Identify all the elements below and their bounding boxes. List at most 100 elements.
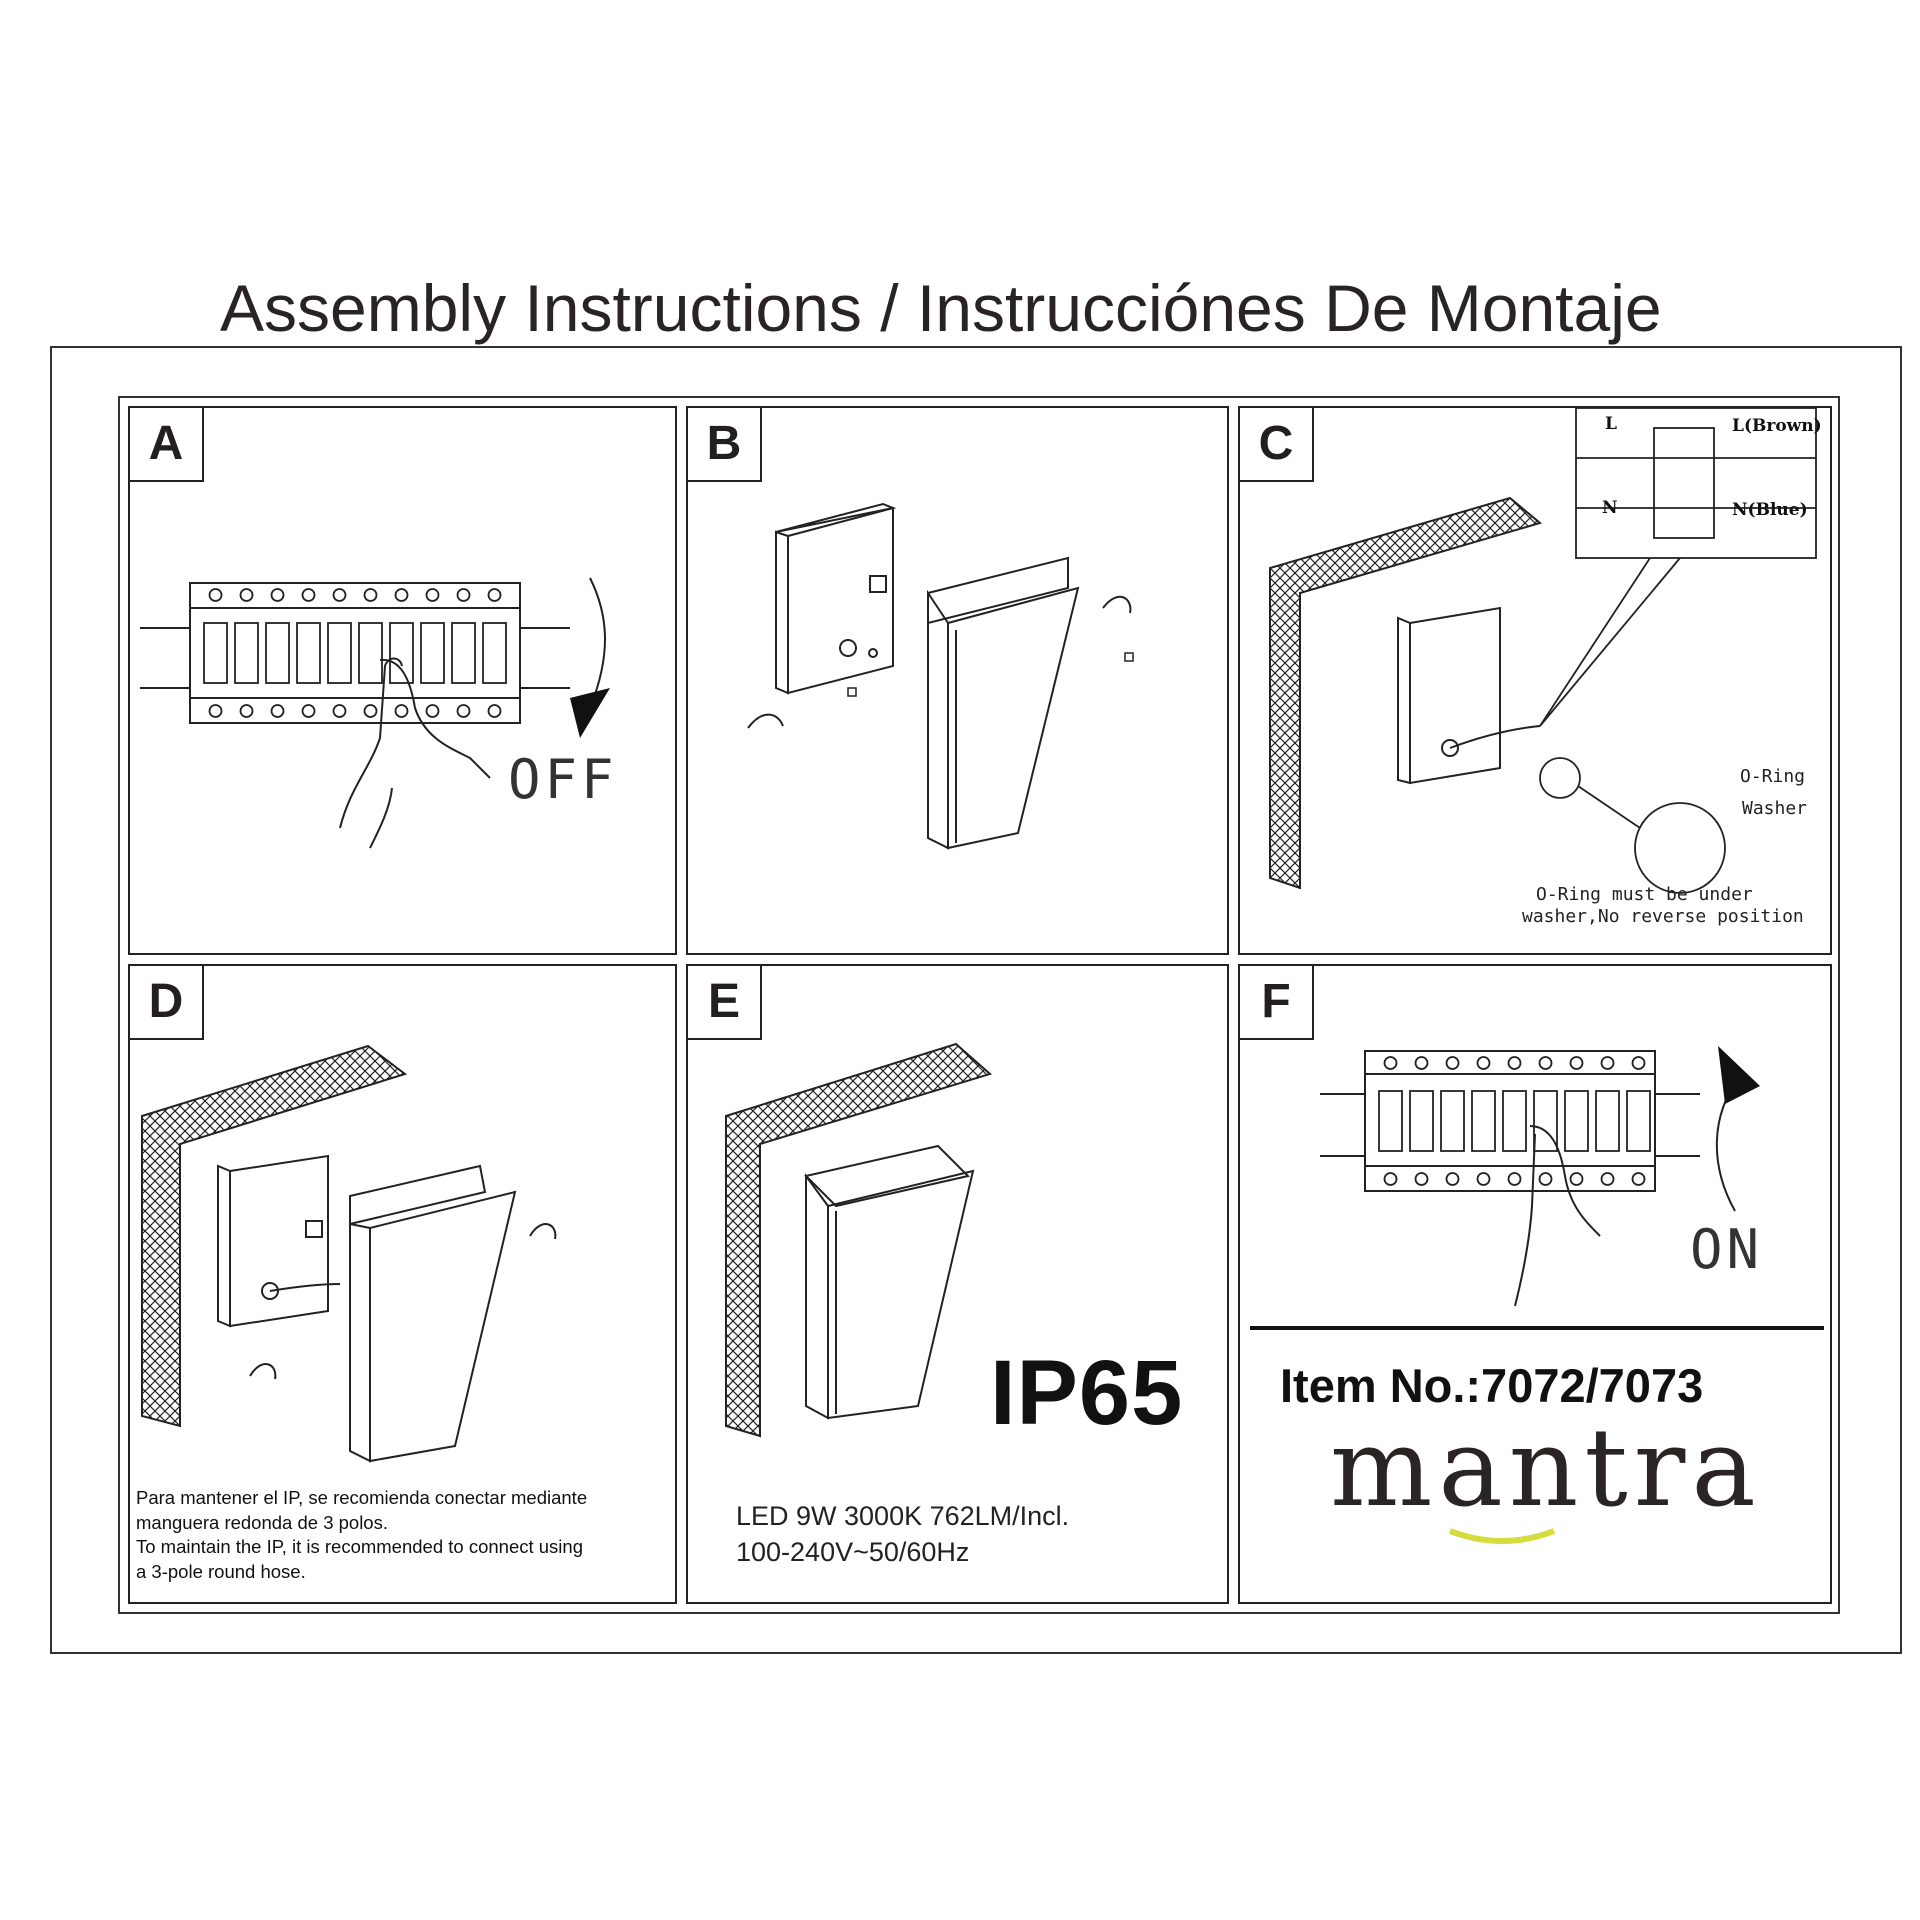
breaker-screw — [456, 588, 471, 602]
panel-f-label: F — [1240, 966, 1314, 1040]
breaker-module — [1626, 1090, 1651, 1152]
breaker-module — [203, 622, 228, 684]
breaker-screw — [270, 588, 285, 602]
outer-frame — [50, 346, 1902, 1654]
breaker-screw — [456, 704, 471, 718]
breaker-screw — [1383, 1172, 1398, 1186]
breaker-screw — [239, 704, 254, 718]
breaker-screw — [332, 704, 347, 718]
breaker-screw — [394, 588, 409, 602]
terminal-n: N — [1602, 498, 1618, 518]
breaker-screw — [1538, 1056, 1553, 1070]
breaker-screw — [1383, 1056, 1398, 1070]
ip-note-en-1: To maintain the IP, it is recommended to… — [136, 1536, 583, 1557]
breaker-module — [1471, 1090, 1496, 1152]
off-label: OFF — [508, 748, 618, 811]
breaker-screw — [425, 704, 440, 718]
brand-smile — [1448, 1528, 1556, 1544]
spec-line-2: 100-240V~50/60Hz — [736, 1537, 970, 1567]
breaker-module — [327, 622, 352, 684]
ip-rating: IP65 — [990, 1342, 1184, 1444]
panel-f: F ON Item No.:7072/7073 mantra — [1238, 964, 1832, 1604]
breaker-screw — [1569, 1172, 1584, 1186]
terminal-l: L — [1605, 414, 1617, 434]
oring-note-2: washer,No reverse position — [1522, 906, 1804, 927]
breaker-screw — [363, 704, 378, 718]
ip-note-es-2: manguera redonda de 3 polos. — [136, 1511, 388, 1533]
breaker-screw — [1631, 1172, 1646, 1186]
oring-note-1: O-Ring must be under — [1536, 884, 1753, 905]
breaker-screw — [1569, 1056, 1584, 1070]
fixture-open-illustration — [747, 502, 1134, 850]
panel-e-label: E — [688, 966, 762, 1040]
terminal-n-blue: N(Blue) — [1732, 500, 1808, 520]
breaker-screw — [1414, 1056, 1429, 1070]
terminal-l-brown: L(Brown) — [1732, 416, 1822, 436]
item-number: Item No.:7072/7073 — [1280, 1359, 1704, 1412]
breaker-module — [1378, 1090, 1403, 1152]
breaker-screw — [270, 704, 285, 718]
wiring-illustration — [1269, 408, 1817, 894]
breaker-screw — [1600, 1056, 1615, 1070]
breaker-screw — [208, 588, 223, 602]
breaker-screw — [1445, 1172, 1460, 1186]
breaker-screw — [1631, 1056, 1646, 1070]
washer-label: Washer — [1742, 798, 1808, 819]
breaker-module — [1502, 1090, 1527, 1152]
breaker-module — [451, 622, 476, 684]
breaker-module — [1533, 1090, 1558, 1152]
breaker-screw — [239, 588, 254, 602]
breaker-module — [420, 622, 445, 684]
breaker-module — [389, 622, 414, 684]
panel-b-label: B — [688, 408, 762, 482]
breaker-screw — [487, 588, 502, 602]
breaker-screw — [1476, 1172, 1491, 1186]
breaker-module — [1564, 1090, 1589, 1152]
panel-e: E IP65 LED 9W 3000K 762LM/Incl. 100-240V… — [686, 964, 1229, 1604]
breaker-screw — [208, 704, 223, 718]
breaker-screw — [1476, 1056, 1491, 1070]
breaker-off-illustration — [140, 577, 610, 849]
spec-line-1: LED 9W 3000K 762LM/Incl. — [736, 1501, 1070, 1531]
fixture-mount-illustration — [141, 1044, 557, 1463]
breaker-module — [1409, 1090, 1434, 1152]
breaker-module — [1595, 1090, 1620, 1152]
breaker-screw — [301, 704, 316, 718]
fixture-installed-illustration — [725, 1042, 993, 1438]
ip-note-en-2: a 3-pole round hose. — [136, 1560, 306, 1582]
breaker-screw — [1538, 1172, 1553, 1186]
breaker-module — [482, 622, 507, 684]
breaker-module — [265, 622, 290, 684]
breaker-screw — [487, 704, 502, 718]
panel-a-label: A — [130, 408, 204, 482]
breaker-on-illustration — [1250, 1046, 1824, 1544]
breaker-module — [234, 622, 259, 684]
spec-block: LED 9W 3000K 762LM/Incl. 100-240V~50/60H… — [736, 1498, 1069, 1570]
breaker-screw — [1507, 1172, 1522, 1186]
breaker-module — [358, 622, 383, 684]
breaker-screw — [1507, 1056, 1522, 1070]
page-title: Assembly Instructions / Instrucciónes De… — [220, 271, 1662, 345]
breaker-screw — [1414, 1172, 1429, 1186]
breaker-screw — [1600, 1172, 1615, 1186]
brand-logo: mantra — [1330, 1406, 1762, 1531]
panel-c: C L N L(Brown) N(Blue) O-Ring Washer O-R… — [1238, 406, 1832, 955]
on-label: ON — [1690, 1218, 1764, 1281]
panel-d: D Para mantener el IP, se recomienda con… — [128, 964, 677, 1604]
ip-note: Para mantener el IP, se recomienda conec… — [136, 1486, 675, 1584]
panel-a: A OFF — [128, 406, 677, 955]
breaker-screw — [332, 588, 347, 602]
panel-d-label: D — [130, 966, 204, 1040]
breaker-module — [1440, 1090, 1465, 1152]
ip-note-es-1: Para mantener el IP, se recomienda conec… — [136, 1487, 588, 1508]
breaker-screw — [425, 588, 440, 602]
oring-label: O-Ring — [1740, 766, 1806, 787]
panel-b: B — [686, 406, 1229, 955]
breaker-screw — [363, 588, 378, 602]
breaker-screw — [1445, 1056, 1460, 1070]
panel-c-label: C — [1240, 408, 1314, 482]
breaker-screw — [394, 704, 409, 718]
breaker-module — [296, 622, 321, 684]
inner-frame — [118, 396, 1840, 1614]
breaker-screw — [301, 588, 316, 602]
